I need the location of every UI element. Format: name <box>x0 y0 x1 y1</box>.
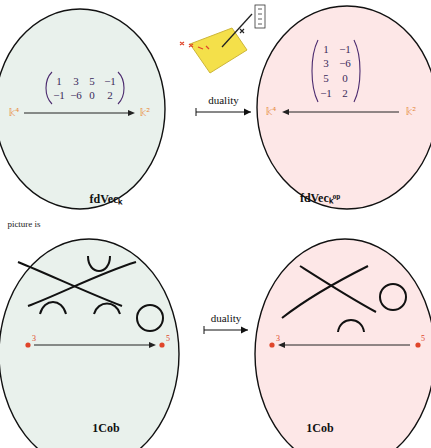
matrix-entry: −1 <box>53 90 65 101</box>
matrix-entry: −6 <box>70 90 82 101</box>
category-ellipse: fdVecₖᵒᵖ <box>256 5 431 210</box>
duality-arrow <box>196 108 251 116</box>
vector-space: 𝕜⁴ <box>266 107 277 117</box>
matrix-entry: 2 <box>342 88 348 99</box>
matrix-entry: 1 <box>56 76 62 87</box>
matrix-entry: −1 <box>339 44 351 55</box>
note-text: picture is <box>7 220 40 229</box>
matrix-entry: 3 <box>73 76 79 87</box>
matrix-brackets <box>46 40 360 104</box>
matrix-entry: 1 <box>323 44 329 55</box>
matrix-entry: −6 <box>339 58 351 69</box>
category-ellipse: 1Cob <box>254 238 431 448</box>
object-dots <box>25 342 420 347</box>
category-ellipse: 1Cob <box>0 238 180 448</box>
category-name: fdVecₖ <box>90 190 123 207</box>
object-index: 3 <box>276 335 280 343</box>
duality-arrow <box>204 326 248 334</box>
sticker-illustration <box>180 5 265 73</box>
vector-space: 𝕜² <box>140 108 151 118</box>
ellipse-outline <box>254 238 431 448</box>
matrix-entry: 2 <box>107 90 113 101</box>
matrix-entry: 3 <box>323 58 329 69</box>
matrix-entry: −1 <box>104 76 116 87</box>
object-index: 5 <box>166 335 170 343</box>
vector-space: 𝕜² <box>406 107 417 117</box>
matrix-entry: 0 <box>89 90 95 101</box>
cobordism-drawing <box>282 266 406 332</box>
ellipse-outline <box>0 238 180 448</box>
cobordism-drawing <box>18 256 163 331</box>
ellipse-outline <box>256 5 431 210</box>
matrix-entry: 0 <box>342 73 348 84</box>
matrix-entry: 5 <box>89 76 95 87</box>
category-name: 1Cob <box>92 421 119 436</box>
category-name: fdVecₖᵒᵖ <box>300 189 340 206</box>
edge-label: duality <box>206 94 241 106</box>
object-index: 3 <box>32 335 36 343</box>
category-name: 1Cob <box>306 421 333 436</box>
object-index: 5 <box>421 335 425 343</box>
matrix-entry: 5 <box>323 73 329 84</box>
edge-label: duality <box>209 312 244 324</box>
matrix-entry: −1 <box>320 88 332 99</box>
vector-space: 𝕜⁴ <box>9 108 20 118</box>
morphism-arrows <box>24 109 410 348</box>
